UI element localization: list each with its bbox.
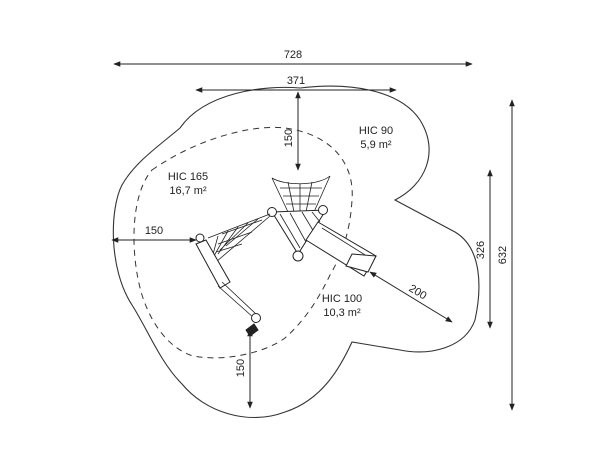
dimension-right-inner-height: 326 bbox=[475, 169, 493, 329]
dim-total-width-label: 728 bbox=[284, 49, 302, 61]
dimension-top-offset: 150 bbox=[283, 91, 301, 171]
dim-inner-width-label: 371 bbox=[287, 75, 305, 87]
zone-hic-100: HIC 100 10,3 m² bbox=[322, 293, 362, 319]
dim-right-total-height-label: 632 bbox=[497, 246, 509, 264]
dimension-total-width: 728 bbox=[113, 49, 473, 67]
dimension-inner-width: 371 bbox=[195, 75, 397, 93]
dim-left-offset-label: 150 bbox=[145, 225, 163, 237]
dimension-slide-offset: 200 bbox=[369, 271, 453, 323]
zone-hic-100-code: HIC 100 bbox=[322, 293, 362, 305]
dim-bottom-offset-label: 150 bbox=[235, 359, 247, 377]
dim-top-offset-label: 150 bbox=[283, 129, 295, 147]
safety-area-outline bbox=[112, 85, 480, 419]
zone-hic-165-area: 16,7 m² bbox=[169, 185, 207, 197]
zone-hic-165-code: HIC 165 bbox=[168, 171, 208, 183]
dim-slide-offset-label: 200 bbox=[407, 283, 429, 303]
impact-area-dashed bbox=[133, 126, 353, 359]
zone-hic-165: HIC 165 16,7 m² bbox=[168, 171, 208, 197]
playground-equipment bbox=[195, 175, 377, 337]
dim-right-inner-height-label: 326 bbox=[475, 241, 487, 259]
zone-hic-90-code: HIC 90 bbox=[359, 125, 393, 137]
zone-hic-90-area: 5,9 m² bbox=[360, 139, 392, 151]
zone-hic-100-area: 10,3 m² bbox=[323, 307, 361, 319]
dimension-right-total-height: 632 bbox=[497, 99, 515, 411]
dimension-left-offset: 150 bbox=[111, 225, 197, 243]
dimension-bottom-offset: 150 bbox=[235, 329, 253, 409]
zone-hic-90: HIC 90 5,9 m² bbox=[359, 125, 393, 151]
